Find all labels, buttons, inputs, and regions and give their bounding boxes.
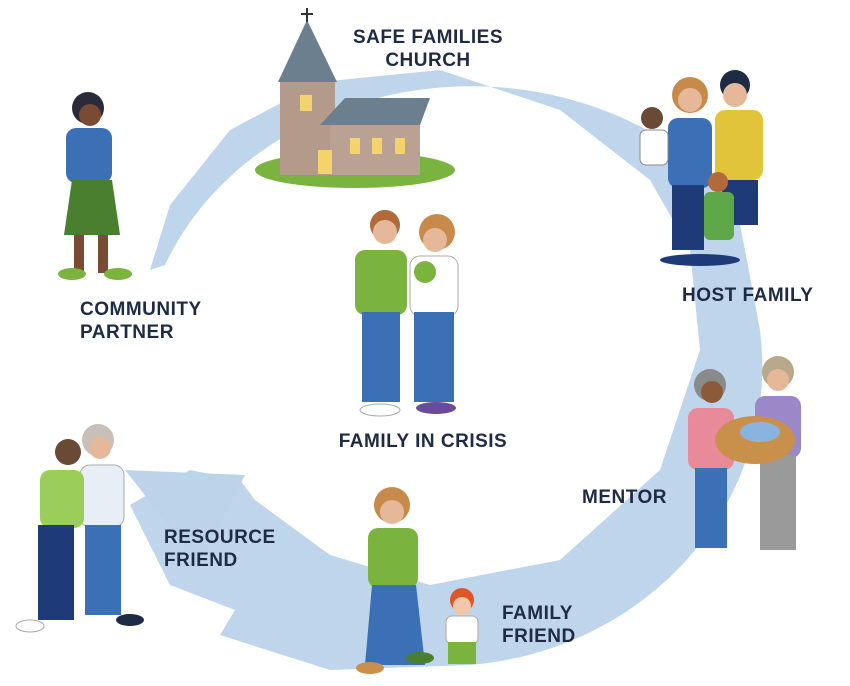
- label-family-friend-line2: FRIEND: [502, 626, 576, 647]
- label-community-partner-line2: PARTNER: [80, 322, 174, 343]
- circular-arrow: [125, 70, 763, 670]
- label-church-line1: SAFE FAMILIES: [352, 27, 504, 48]
- label-church-line2: CHURCH: [385, 50, 471, 71]
- host-family-illustration: [639, 70, 763, 266]
- church-illustration: [255, 8, 455, 188]
- mentor-illustration: [688, 356, 801, 550]
- label-family-friend: FAMILY FRIEND: [502, 602, 576, 648]
- label-host-family: HOST FAMILY: [682, 284, 813, 307]
- label-community-partner-line1: COMMUNITY: [80, 299, 202, 320]
- community-partner-illustration: [58, 92, 132, 280]
- label-community-partner: COMMUNITY PARTNER: [80, 298, 202, 344]
- label-family-in-crisis: FAMILY IN CRISIS: [318, 430, 528, 453]
- label-host-family-line1: HOST FAMILY: [682, 285, 814, 306]
- label-family-in-crisis-line1: FAMILY IN CRISIS: [338, 431, 508, 452]
- family-friend-illustration: [356, 487, 479, 674]
- resource-friend-illustration: [15, 424, 144, 633]
- label-resource-friend-line2: FRIEND: [164, 550, 238, 571]
- label-resource-friend: RESOURCE FRIEND: [164, 526, 276, 572]
- label-resource-friend-line1: RESOURCE: [164, 527, 276, 548]
- label-family-friend-line1: FAMILY: [502, 603, 573, 624]
- label-mentor-line1: MENTOR: [582, 487, 667, 508]
- family-in-crisis-illustration: [355, 210, 459, 417]
- label-church: SAFE FAMILIES CHURCH: [338, 26, 518, 72]
- label-mentor: MENTOR: [582, 486, 667, 509]
